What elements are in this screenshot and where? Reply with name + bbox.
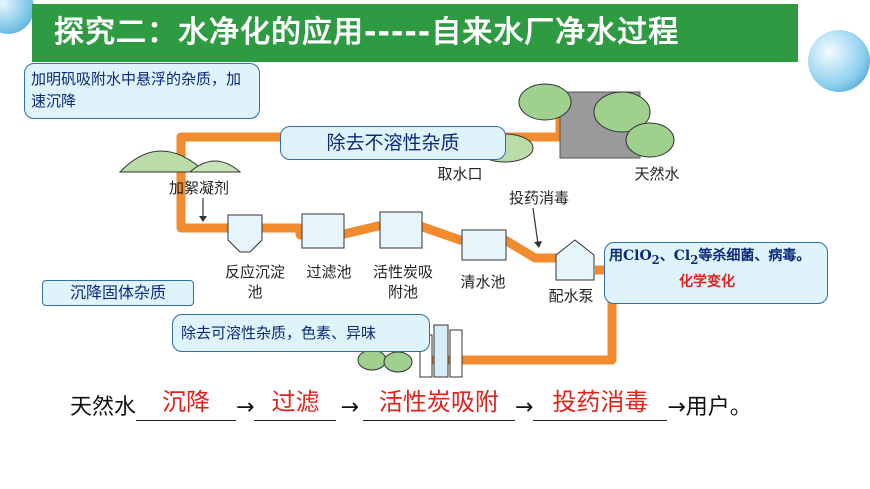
callout-soluble-text: 除去可溶性杂质，色素、异味 [181,324,377,342]
answer-arrow: → [340,395,359,420]
label-pump: 配水泵 [548,287,594,305]
tree-icon [518,83,572,121]
pump-house-icon [555,239,595,281]
hill-icon [188,160,242,173]
hill-icon [118,150,207,173]
answer-blank-4: 投药消毒 [533,386,668,421]
filter-tank-icon [301,213,345,249]
callout-settle: 沉降固体杂质 [42,280,194,306]
building-icon [433,324,449,378]
disinfect-change: 化学变化 [679,273,735,290]
answer-start: 天然水 [70,395,137,420]
clear-tank-icon [461,229,507,261]
dosing-arrow [532,207,539,245]
callout-alum-text: 加明矾吸附水中悬浮的杂质，加速沉降 [31,70,242,110]
callout-alum: 加明矾吸附水中悬浮的杂质，加速沉降 [24,63,260,119]
answer-end: →用户。 [667,395,752,420]
arrow-head [199,216,207,222]
callout-insoluble-text: 除去不溶性杂质 [326,132,460,154]
label-dosing: 投药消毒 [508,189,569,207]
callout-soluble: 除去可溶性杂质，色素、异味 [172,314,430,352]
tree-icon [625,122,675,158]
tree-icon [357,349,387,371]
label-clear-tank: 清水池 [460,273,506,291]
answer-arrow: → [514,395,534,420]
tree-icon [383,351,413,373]
label-natural-water: 天然水 [634,165,680,183]
page-title: 探究二：水净化的应用-----自来水厂净水过程 [32,4,798,62]
answer-arrow: → [236,395,255,420]
pipe-main [176,165,230,233]
label-reaction-tank: 反应沉淀池 [224,263,285,301]
label-filter-tank: 过滤池 [306,263,352,281]
answer-blank-2: 过滤 [254,386,337,421]
arrow-head [534,241,542,248]
answer-row: 天然水沉降→过滤→活性炭吸附→投药消毒→用户。 [70,386,752,421]
carbon-tank-icon [379,211,423,249]
callout-disinfect: 用ClO2、Cl2等杀细菌、病毒。 化学变化 [604,242,828,304]
callout-settle-text: 沉降固体杂质 [69,283,166,302]
callout-insoluble: 除去不溶性杂质 [280,126,506,160]
disinfect-line: 用ClO2、Cl2等杀细菌、病毒。 [609,248,811,267]
answer-blank-1: 沉降 [136,386,237,421]
pipe-distribution [430,265,617,365]
tree-icon [593,91,651,133]
answer-blank-3: 活性炭吸附 [362,386,515,421]
label-flocculant: 加絮凝剂 [168,179,229,197]
label-intake: 取水口 [437,165,483,183]
building-icon [449,329,463,378]
water-drop-decoration-right [808,30,870,92]
label-carbon-tank: 活性炭吸附池 [372,263,433,301]
reaction-tank-icon [227,214,263,253]
